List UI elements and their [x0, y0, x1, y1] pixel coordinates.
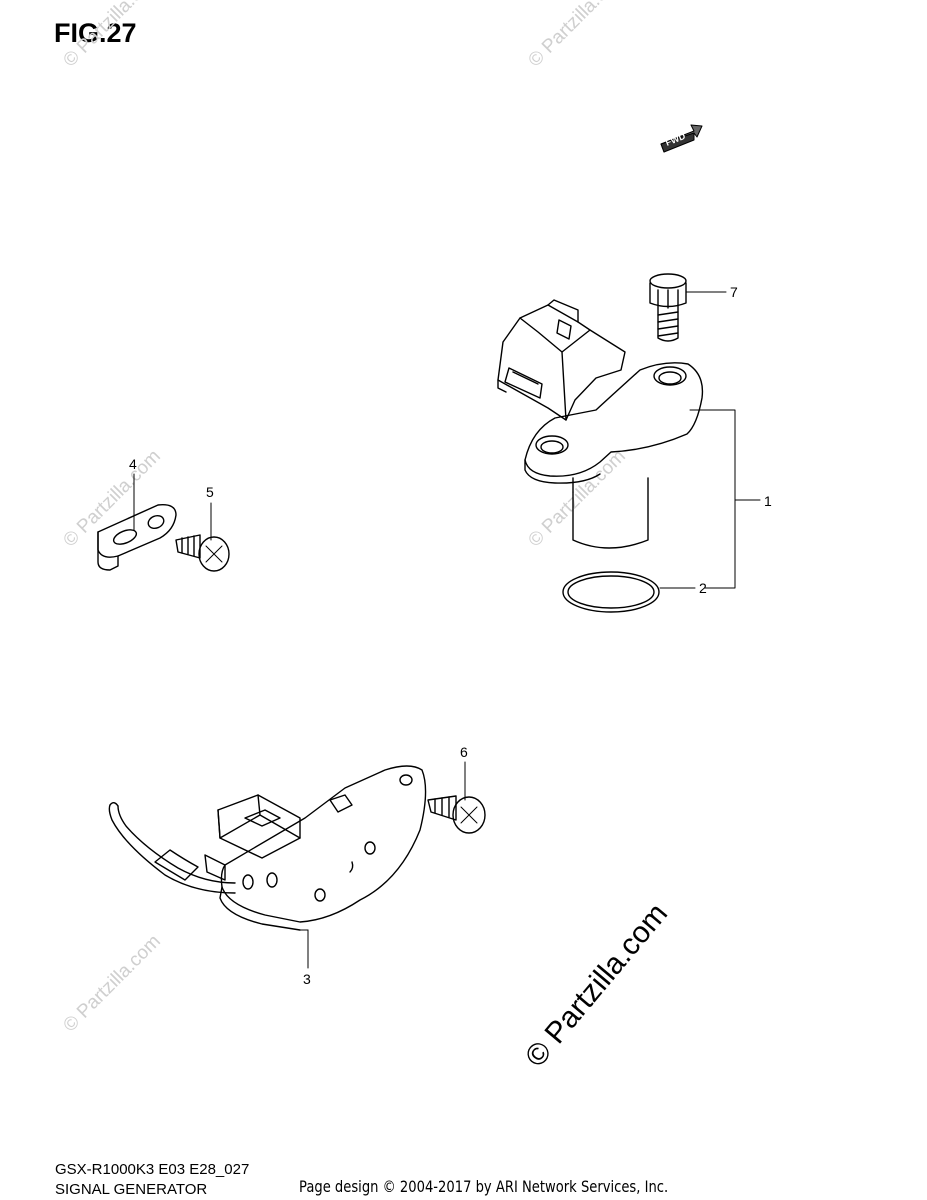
section-name: SIGNAL GENERATOR — [55, 1181, 208, 1198]
part-3-signal-generator — [108, 765, 427, 931]
part-4-clamp — [97, 504, 177, 571]
callout-2: 2 — [699, 580, 707, 596]
leader-lines — [133, 291, 761, 969]
callout-6: 6 — [460, 744, 468, 760]
callout-3: 3 — [303, 971, 311, 987]
part-5-screw — [175, 534, 230, 572]
figure-title: FIG.27 — [54, 18, 137, 48]
model-code: GSX-R1000K3 E03 E28_027 — [55, 1161, 250, 1178]
part-6-screw — [427, 795, 486, 834]
fwd-arrow-icon: FWD — [660, 124, 703, 153]
callout-5: 5 — [206, 484, 214, 500]
callout-4: 4 — [129, 456, 137, 472]
callout-1: 1 — [764, 493, 772, 509]
part-2-o-ring — [562, 571, 660, 613]
callout-7: 7 — [730, 284, 738, 300]
part-1-sensor — [497, 299, 704, 549]
copyright-credit: Page design © 2004-2017 by ARI Network S… — [299, 1177, 669, 1196]
part-7-bolt — [649, 273, 687, 342]
